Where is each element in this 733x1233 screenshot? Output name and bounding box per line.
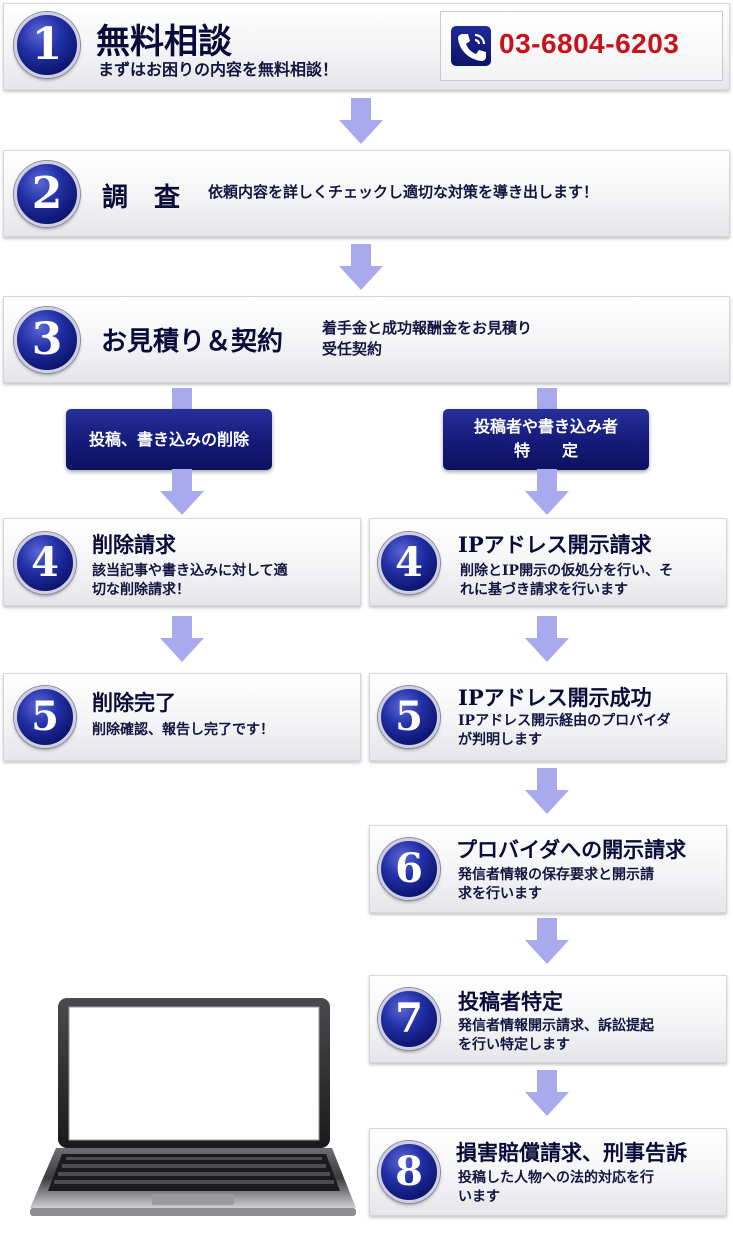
arrow-down-icon <box>160 469 204 515</box>
right-step-5-title: IPアドレス開示成功 <box>458 685 652 710</box>
step-3-box: 3 お見積り＆契約 着手金と成功報酬金をお見積り 受任契約 <box>3 296 730 383</box>
right-step-5-desc-line2: が判明します <box>458 732 542 748</box>
step-3-desc-line2: 受任契約 <box>322 340 383 358</box>
left-step-4-number: 4 <box>14 532 76 594</box>
arrow-down-icon <box>525 768 569 814</box>
step-1-box: 1 無料相談 まずはお困りの内容を無料相談！ 03-6804-6203 <box>3 3 730 90</box>
right-step-7-title: 投稿者特定 <box>458 989 563 1014</box>
right-step-8-number: 8 <box>378 1141 440 1203</box>
right-step-6-title: プロバイダへの開示請求 <box>456 837 687 862</box>
branch-tag-delete-label: 投稿、書き込みの削除 <box>88 430 249 449</box>
left-step-5-title: 削除完了 <box>92 690 176 715</box>
right-step-4-number: 4 <box>378 532 440 594</box>
right-step-6-box: 6 プロバイダへの開示請求 発信者情報の保存要求と開示請 求を行います <box>369 825 727 913</box>
arrow-down-icon <box>160 616 204 662</box>
right-branch-line <box>537 388 557 414</box>
right-step-8-desc-line1: 投稿した人物への法的対応を行 <box>458 1170 654 1186</box>
arrow-down-icon <box>339 244 383 290</box>
arrow-down-icon <box>525 918 569 964</box>
right-step-7-box: 7 投稿者特定 発信者情報開示請求、訴訟提起 を行い特定します <box>369 975 727 1063</box>
laptop-image <box>28 996 358 1221</box>
branch-tag-identify: 投稿者や書き込み者 特 定 <box>443 409 649 470</box>
left-step-5-box: 5 削除完了 削除確認、報告し完了です！ <box>3 673 361 761</box>
arrow-down-icon <box>525 469 569 515</box>
phone-number[interactable]: 03-6804-6203 <box>499 28 680 59</box>
right-step-6-number: 6 <box>378 838 440 900</box>
right-step-8-title: 損害賠償請求、刑事告訴 <box>456 1140 687 1165</box>
right-step-7-desc-line2: を行い特定します <box>458 1037 570 1053</box>
right-step-4-title: IPアドレス開示請求 <box>458 532 652 557</box>
step-3-title: お見積り＆契約 <box>101 327 284 357</box>
step-3-desc-line1: 着手金と成功報酬金をお見積り <box>322 319 533 337</box>
step-2-number: 2 <box>14 161 80 227</box>
right-step-6-desc-line1: 発信者情報の保存要求と開示請 <box>458 867 654 883</box>
phone-box[interactable]: 03-6804-6203 <box>440 11 723 81</box>
step-1-desc: まずはお困りの内容を無料相談！ <box>98 60 339 79</box>
left-step-5-desc: 削除確認、報告し完了です！ <box>92 722 274 738</box>
left-branch-line <box>172 388 192 414</box>
right-step-8-box: 8 損害賠償請求、刑事告訴 投稿した人物への法的対応を行 います <box>369 1128 727 1216</box>
phone-icon <box>451 26 491 66</box>
branch-tag-identify-line1: 投稿者や書き込み者 <box>473 417 618 436</box>
step-1-title: 無料相談 <box>96 22 232 62</box>
right-step-4-desc-line2: れに基づき請求を行います <box>460 582 628 598</box>
right-step-7-number: 7 <box>378 988 440 1050</box>
step-2-desc: 依頼内容を詳しくチェックし適切な対策を導き出します！ <box>208 183 599 201</box>
right-step-4-box: 4 IPアドレス開示請求 削除とIP開示の仮処分を行い、そ れに基づき請求を行い… <box>369 518 727 606</box>
arrow-down-icon <box>525 1070 569 1116</box>
right-step-5-desc-line1: IPアドレス開示経由のプロバイダ <box>458 713 671 729</box>
left-step-4-title: 削除請求 <box>92 532 176 557</box>
right-step-5-number: 5 <box>378 686 440 748</box>
branch-tag-delete: 投稿、書き込みの削除 <box>66 409 272 470</box>
left-step-4-box: 4 削除請求 該当記事や書き込みに対して適 切な削除請求！ <box>3 518 361 606</box>
left-step-5-number: 5 <box>14 686 76 748</box>
right-step-5-box: 5 IPアドレス開示成功 IPアドレス開示経由のプロバイダ が判明します <box>369 673 727 761</box>
left-step-4-desc-line1: 該当記事や書き込みに対して適 <box>92 563 288 579</box>
right-step-8-desc-line2: います <box>458 1189 500 1205</box>
right-step-7-desc-line1: 発信者情報開示請求、訴訟提起 <box>458 1018 654 1034</box>
left-step-4-desc-line2: 切な削除請求！ <box>92 582 190 598</box>
step-2-title: 調 査 <box>102 183 181 213</box>
step-1-number: 1 <box>14 12 80 78</box>
arrow-down-icon <box>525 616 569 662</box>
arrow-down-icon <box>339 98 383 144</box>
step-3-number: 3 <box>14 307 80 373</box>
right-step-4-desc-line1: 削除とIP開示の仮処分を行い、そ <box>460 563 674 579</box>
step-2-box: 2 調 査 依頼内容を詳しくチェックし適切な対策を導き出します！ <box>3 150 730 237</box>
branch-tag-identify-line2: 特 定 <box>513 441 578 460</box>
right-step-6-desc-line2: 求を行います <box>458 886 542 902</box>
